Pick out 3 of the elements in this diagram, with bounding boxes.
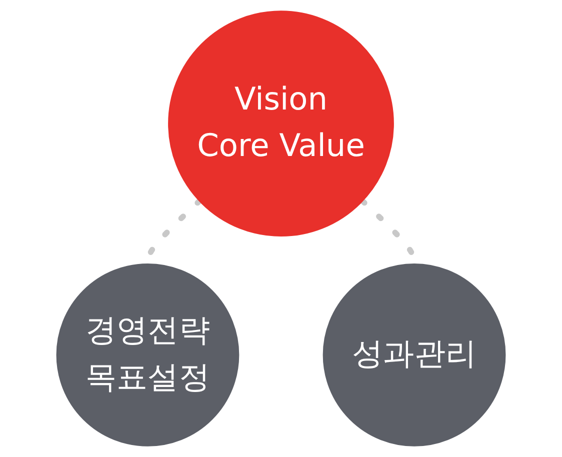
node-circle: 성과관리 bbox=[322, 263, 506, 446]
node-circle: Vision Core Value bbox=[168, 10, 394, 237]
node-circle: 경영전략 목표설정 bbox=[56, 263, 240, 446]
